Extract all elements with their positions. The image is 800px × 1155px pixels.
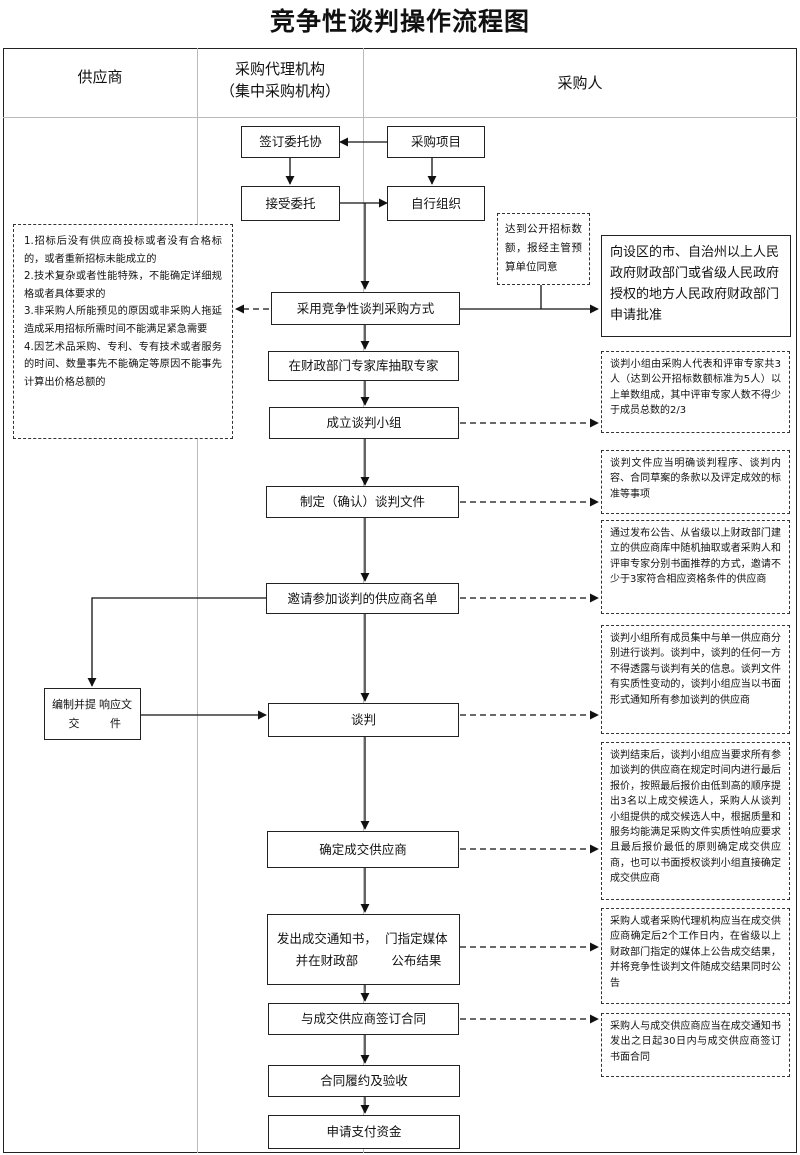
extract-experts-box: 在财政部门专家库抽取专家 [268,351,459,381]
condition-item-3: 3.非采购人所能预见的原因或非采购人拖延造成采用招标所需时间不能满足紧急需要 [24,306,222,335]
adopt-method-box: 采用竞争性谈判采购方式 [271,292,460,325]
page-title: 竞争性谈判操作流程图 [269,7,530,36]
prepare-response-line1: 编制并提交 [52,698,97,730]
threshold-note: 达到公开招标数额，报经主管预算单位同意 [497,213,590,285]
conditions-note: 1.招标后没有供应商投标或者没有合格标的，或者重新招标未能成立的 2.技术复杂或… [13,224,233,439]
form-team-box: 成立谈判小组 [269,407,459,439]
sign-contract-box: 与成交供应商签订合同 [268,1003,459,1035]
final-quote-note: 谈判结束后，谈判小组应当要求所有参加谈判的供应商在规定时间内进行最后报价，按照最… [601,742,790,900]
doc-content-note: 谈判文件应当明确谈判程序、谈判内容、合同草案的条款以及评定成效的标准等事项 [601,450,790,514]
sign-entrust-box: 签订委托协 [241,126,340,158]
prepare-docs-box: 制定（确认）谈判文件 [266,486,459,518]
announce-note: 采购人或者采购代理机构应当在成交供应商确定后2个工作日内，在省级以上财政部门指定… [601,908,790,1004]
condition-item-4: 4.因艺术品采购、专利、专有技术或者服务的时间、数量事先不能确定等原因不能事先计… [24,341,222,388]
column-header-purchaser: 采购人 [557,74,603,92]
team-composition-note: 谈判小组由采购人代表和评审专家共3人（达到公开招标数额标准为5人）以上单数组成，… [601,351,790,433]
swimlane-frame [3,48,797,1153]
approval-note: 向设区的市、自治州以上人民政府财政部门或省级人民政府授权的地方人民政府财政部门申… [601,235,791,337]
header-divider [3,117,797,118]
column-header-agency-line2: （集中采购机构） [219,82,340,100]
condition-item-1: 1.招标后没有供应商投标或者没有合格标的，或者重新招标未能成立的 [24,236,222,265]
self-organize-box: 自行组织 [387,186,485,221]
contract-deadline-note: 采购人与成交供应商应当在成交通知书发出之日起30日内与成交供应商签订书面合同 [601,1013,790,1077]
negotiate-box: 谈判 [268,703,459,737]
invite-suppliers-box: 邀请参加谈判的供应商名单 [266,583,459,614]
prepare-response-box: 编制并提交 响应文件 [44,688,141,740]
condition-item-2: 2.技术复杂或者性能特殊，不能确定详细规格或者具体要求的 [24,271,222,300]
perform-accept-box: 合同履约及验收 [268,1065,460,1097]
result-notice-line2: 门指定媒体公布结果 [385,930,448,968]
result-notice-box: 发出成交通知书，并在财政部 门指定媒体公布结果 [267,914,460,985]
determine-supplier-box: 确定成交供应商 [267,831,459,868]
column-header-agency-line1: 采购代理机构 [234,60,325,78]
negotiate-rules-note: 谈判小组所有成员集中与单一供应商分别进行谈判。谈判中，谈判的任何一方不得透露与谈… [601,625,790,734]
prepare-response-line2: 响应文件 [99,698,133,730]
column-header-agency: 采购代理机构 （集中采购机构） [197,58,363,102]
result-notice-line1: 发出成交通知书，并在财政部 [276,930,377,968]
lane-divider-left [197,48,198,1153]
invite-method-note: 通过发布公告、从省级以上财政部门建立的供应商库中随机抽取或者采购人和评审专家分别… [601,520,790,614]
column-header-supplier: 供应商 [77,68,123,86]
apply-payment-box: 申请支付资金 [268,1115,460,1149]
accept-entrust-box: 接受委托 [241,186,340,221]
purchase-project-box: 采购项目 [387,126,485,158]
